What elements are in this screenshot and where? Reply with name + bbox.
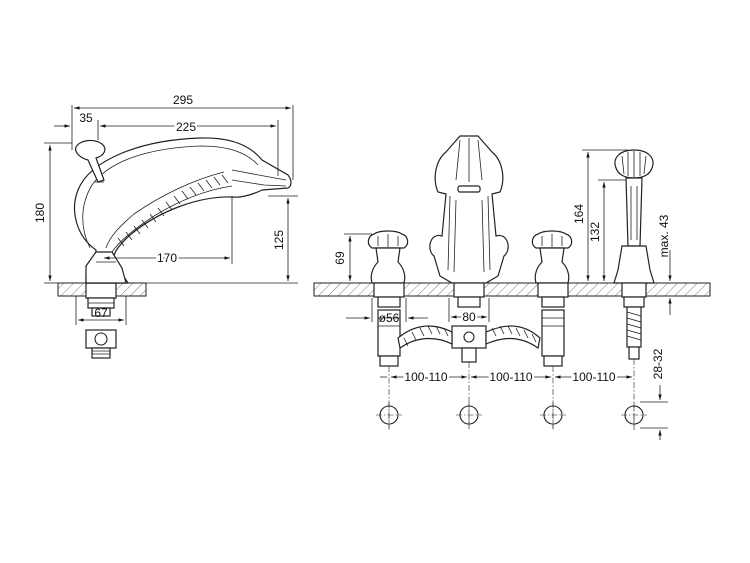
deck-hole-2 (456, 402, 482, 428)
spout-side-view: 295 35 225 180 125 170 67 (33, 93, 298, 359)
dim-125-label: 125 (272, 230, 286, 250)
dim-o56-label: ø56 (379, 311, 400, 325)
dim-170-label: 170 (157, 251, 177, 265)
deck-right (313, 282, 711, 297)
deck-hole-3 (540, 402, 566, 428)
dim-69-label: 69 (333, 251, 347, 265)
spout-ribbing (117, 174, 229, 247)
deck-hole-1 (376, 402, 402, 428)
dim-225-label: 225 (176, 120, 196, 134)
dim-hole-diameter-label: 28-32 (651, 348, 665, 379)
left-handle (367, 230, 409, 367)
dim-132-label: 132 (588, 222, 602, 242)
dim-max43-label: max. 43 (657, 214, 671, 257)
dim-spacing-2-label: 100-110 (489, 370, 532, 384)
deck-hole-4 (621, 402, 647, 428)
dim-spacing-1-label: 100-110 (404, 370, 447, 384)
deck-holes (376, 402, 647, 428)
right-handle (531, 230, 573, 367)
connecting-hoses (397, 325, 541, 350)
dim-180-label: 180 (33, 203, 47, 223)
dim-spacing-3-label: 100-110 (572, 370, 615, 384)
front-view: 69 ø56 80 164 132 max. 43 100 (313, 135, 711, 440)
dim-35-label: 35 (79, 111, 93, 125)
dim-164-label: 164 (572, 204, 586, 224)
diverter-body (429, 135, 509, 363)
dim-80-label: 80 (462, 310, 476, 324)
dim-67-label: 67 (94, 306, 108, 320)
dim-295-label: 295 (173, 93, 193, 107)
hand-shower (613, 149, 655, 360)
